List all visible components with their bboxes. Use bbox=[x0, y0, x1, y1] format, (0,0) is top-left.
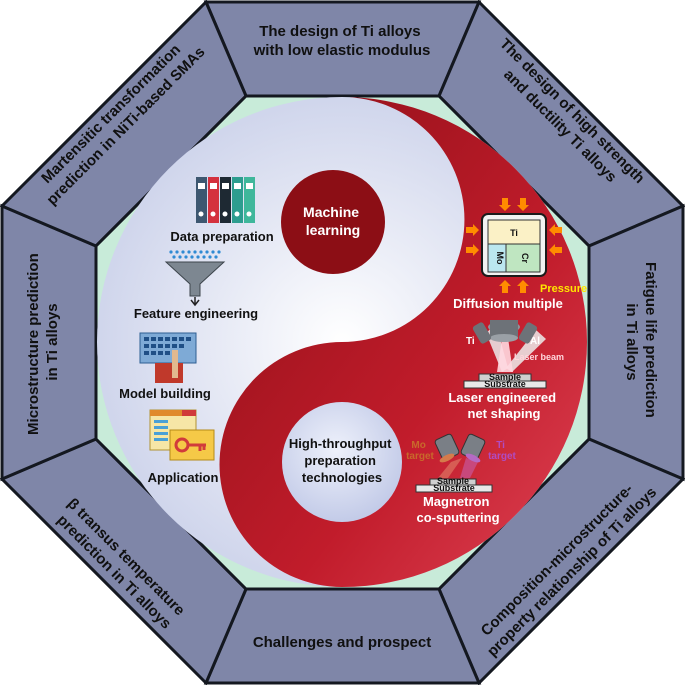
application-label: Application bbox=[148, 470, 219, 485]
binders-icon bbox=[196, 177, 255, 223]
lens-substrate bbox=[463, 380, 547, 389]
segment-left-label: Microstructure prediction in Ti alloys bbox=[25, 249, 61, 435]
magnetron-label: Magnetron co-sputtering bbox=[416, 494, 499, 525]
pressure-arrows-icon bbox=[466, 198, 562, 293]
magnetron-substrate-label: Substrate bbox=[433, 483, 475, 493]
lens-ti-text: Ti bbox=[466, 336, 475, 347]
diffusion-ti-text: Ti bbox=[510, 228, 518, 238]
lens-apparatus bbox=[463, 320, 547, 389]
machine-learning-circle bbox=[281, 170, 385, 274]
segment-top-label: The design of Ti alloys with low elastic… bbox=[253, 23, 431, 59]
lens-substrate-label: Substrate bbox=[484, 379, 526, 389]
laser-beam-label: Laser beam bbox=[514, 352, 564, 362]
lens-sample-label: Sample bbox=[489, 372, 521, 382]
segment-bottom-label: Challenges and prospect bbox=[253, 634, 431, 651]
magnetron-apparatus bbox=[415, 433, 493, 493]
diffusion-multiple-label: Diffusion multiple bbox=[453, 296, 563, 311]
lens-al-text: Al bbox=[530, 336, 540, 347]
diffusion-mo-text: Mo bbox=[495, 252, 505, 265]
diffusion-cr-text: Cr bbox=[520, 253, 530, 263]
model-building-label: Model building bbox=[119, 386, 211, 401]
high-throughput-circle bbox=[282, 402, 402, 522]
feature-engineering-label: Feature engineering bbox=[134, 306, 258, 321]
magnetron-substrate bbox=[415, 484, 493, 493]
cr-block bbox=[505, 243, 541, 273]
segment-right-label: Fatigue life prediction in Ti alloys bbox=[623, 262, 659, 422]
diffusion-multiple-block bbox=[481, 213, 547, 277]
model-building-icon bbox=[139, 332, 197, 383]
mo-target-label: Mo target bbox=[406, 440, 434, 462]
data-preparation-label: Data preparation bbox=[170, 229, 273, 244]
ti-block bbox=[487, 219, 541, 245]
pressure-label: Pressure bbox=[540, 283, 587, 295]
magnetron-sample-label: Sample bbox=[437, 476, 469, 486]
application-icon bbox=[149, 409, 215, 461]
lens-label: Laser engineered net shaping bbox=[448, 390, 559, 421]
ti-target-label: Ti target bbox=[488, 440, 516, 462]
funnel-icon bbox=[164, 250, 226, 307]
high-throughput-label: High-throughput preparation technologies bbox=[289, 436, 395, 485]
machine-learning-label: Machine learning bbox=[303, 204, 363, 238]
